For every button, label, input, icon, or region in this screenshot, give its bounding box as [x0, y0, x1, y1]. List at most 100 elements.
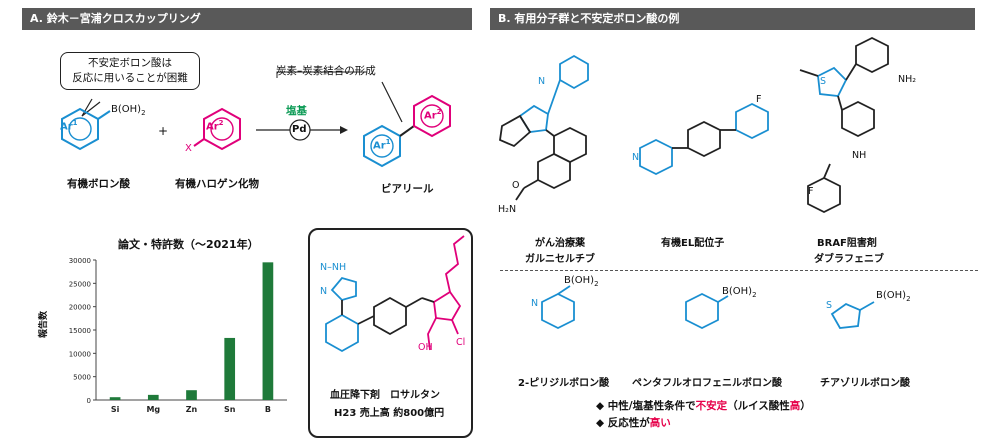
- thiazolyl-s-label: S: [826, 300, 833, 311]
- galunisertib-caption-1: がん治療薬: [535, 238, 585, 249]
- chart-axes: [93, 259, 287, 401]
- pyridyl-boh2-text: B(OH): [564, 275, 595, 286]
- bullet-1-suffix: （ルイス酸性: [727, 400, 790, 412]
- ar2-sup: 2: [218, 119, 224, 127]
- ar2-text: Ar: [206, 121, 219, 133]
- bar-zn: [186, 390, 197, 400]
- x-tick-label: B: [265, 405, 271, 414]
- bullet-2-prefix: 反応性が: [607, 417, 650, 429]
- pentafluoro-boh2-text: B(OH): [722, 286, 753, 297]
- bar-si: [109, 397, 121, 400]
- boronic-acid-caption: 有機ボロン酸: [67, 178, 130, 190]
- el-f-label: F: [756, 94, 762, 105]
- dabrafenib-caption-2: ダブラフェニブ: [814, 254, 884, 265]
- base-label: 塩基: [286, 105, 307, 117]
- callout-pointer: [81, 98, 101, 117]
- boh2-label: B(OH)2: [111, 104, 146, 117]
- bullet-2-symbol: ◆: [596, 417, 605, 429]
- bullet-1-suffix-2: ）: [800, 400, 811, 412]
- ar1-text: Ar: [60, 121, 73, 133]
- galunisertib-o-label: O: [512, 180, 520, 191]
- aryl-halide-structure: [193, 107, 241, 151]
- unstable-boronic-callout: 不安定ボロン酸は 反応に用いることが困難: [60, 52, 200, 90]
- y-tick-label: 10000: [69, 350, 91, 358]
- biaryl-caption: ビアリール: [381, 183, 434, 195]
- losartan-cl-label: Cl: [456, 337, 466, 348]
- section-divider: [500, 270, 978, 271]
- bullet-1-highlight: 不安定: [695, 400, 728, 412]
- galunisertib-h2n-label: H₂N: [498, 204, 517, 215]
- dabrafenib-structure: [799, 36, 889, 214]
- y-tick-label: 5000: [73, 374, 91, 382]
- chart-title: 論文・特許数（～2021年）: [118, 238, 259, 251]
- losartan-oh-label: OH: [418, 342, 433, 353]
- pentafluorophenyl-boronic-acid-structure: [685, 292, 729, 330]
- dabrafenib-f-label: F: [808, 186, 814, 197]
- bullet-1-prefix: 中性/塩基性条件で: [607, 400, 696, 412]
- y-tick-label: 20000: [69, 304, 91, 312]
- ar1-label: Ar1: [60, 119, 78, 132]
- product-ar1-text: Ar: [373, 140, 386, 152]
- el-ligand-structure: [639, 102, 769, 176]
- halide-caption: 有機ハロゲン化物: [175, 178, 259, 190]
- panel-b-header: B. 有用分子群と不安定ボロン酸の例: [490, 8, 975, 30]
- thiazolyl-boh2-text: B(OH): [876, 290, 907, 301]
- tetrazole-n-label: N: [320, 286, 328, 297]
- pyridyl-boh2-sub: 2: [594, 280, 599, 288]
- galunisertib-caption-2: ガルニセルチブ: [525, 254, 595, 265]
- x-tick-label: Mg: [146, 405, 160, 414]
- dabrafenib-nh2-label: NH₂: [898, 74, 917, 85]
- suzuki-reaction-scheme: [61, 71, 451, 168]
- losartan-box: [308, 228, 473, 438]
- callout-line-2: 反応に用いることが困難: [72, 72, 188, 84]
- product-ar2-sup: 2: [436, 108, 442, 116]
- pyridyl-boronic-acid-structure: [541, 285, 575, 330]
- bullet-1-highlight-2: 高: [789, 400, 801, 412]
- x-tick-label: Sn: [224, 405, 236, 414]
- biaryl-product-structure: [363, 94, 451, 168]
- pyridyl-boronic-caption: 2-ピリジルボロン酸: [518, 378, 610, 389]
- chart-bars: [109, 262, 274, 400]
- panel-a-header: A. 鈴木－宮浦クロスカップリング: [22, 8, 472, 30]
- galunisertib-structure: [499, 54, 589, 201]
- x-tick-label: Si: [111, 405, 120, 414]
- pd-catalyst-label: Pd: [292, 124, 307, 135]
- pyridyl-boh2-label: B(OH)2: [564, 275, 599, 288]
- thiazolyl-boronic-acid-structure: [830, 301, 875, 329]
- useful-molecules-structures: [499, 36, 889, 214]
- reaction-arrow: [256, 119, 348, 141]
- product-ar2-label: Ar2: [424, 108, 442, 121]
- bullet-instability: ◆ 中性/塩基性条件で不安定（ルイス酸性高）: [596, 398, 811, 413]
- bullet-reactivity: ◆ 反応性が高い: [596, 415, 671, 430]
- el-n-label: N: [632, 152, 640, 163]
- galunisertib-n-label: N: [538, 76, 546, 87]
- x-group-label: X: [185, 143, 192, 154]
- unstable-boronic-acids-structures: [541, 285, 875, 330]
- ar1-sup: 1: [72, 119, 78, 127]
- callout-line-1: 不安定ボロン酸は: [88, 57, 172, 69]
- pentafluoro-boronic-caption: ペンタフルオロフェニルボロン酸: [632, 378, 782, 389]
- losartan-caption-2: H23 売上高 約800億円: [334, 408, 445, 419]
- pentafluoro-boh2-label: B(OH)2: [722, 286, 757, 299]
- boh2-sub: 2: [141, 109, 146, 117]
- boh2-text: B(OH): [111, 104, 142, 115]
- el-ligand-caption: 有機EL配位子: [661, 238, 725, 249]
- y-tick-label: 30000: [69, 257, 91, 265]
- ar2-label: Ar2: [206, 119, 224, 132]
- aryl-boronic-acid-structure: [61, 107, 111, 151]
- pyridyl-n-label: N: [531, 298, 539, 309]
- product-ar2-text: Ar: [424, 110, 437, 122]
- dabrafenib-caption-1: BRAF阻害剤: [817, 238, 877, 249]
- bar-sn: [224, 337, 236, 400]
- x-tick-label: Zn: [186, 405, 198, 414]
- pentafluoro-boh2-sub: 2: [752, 291, 757, 299]
- thiazolyl-boh2-sub: 2: [906, 295, 911, 303]
- y-tick-label: 15000: [69, 327, 91, 335]
- chart-ylabel: 報告数: [39, 310, 49, 338]
- losartan-caption-1: 血圧降下剤 ロサルタン: [330, 390, 440, 401]
- bullet-1-symbol: ◆: [596, 400, 605, 412]
- bar-b: [262, 262, 274, 400]
- product-ar1-label: Ar1: [373, 138, 391, 151]
